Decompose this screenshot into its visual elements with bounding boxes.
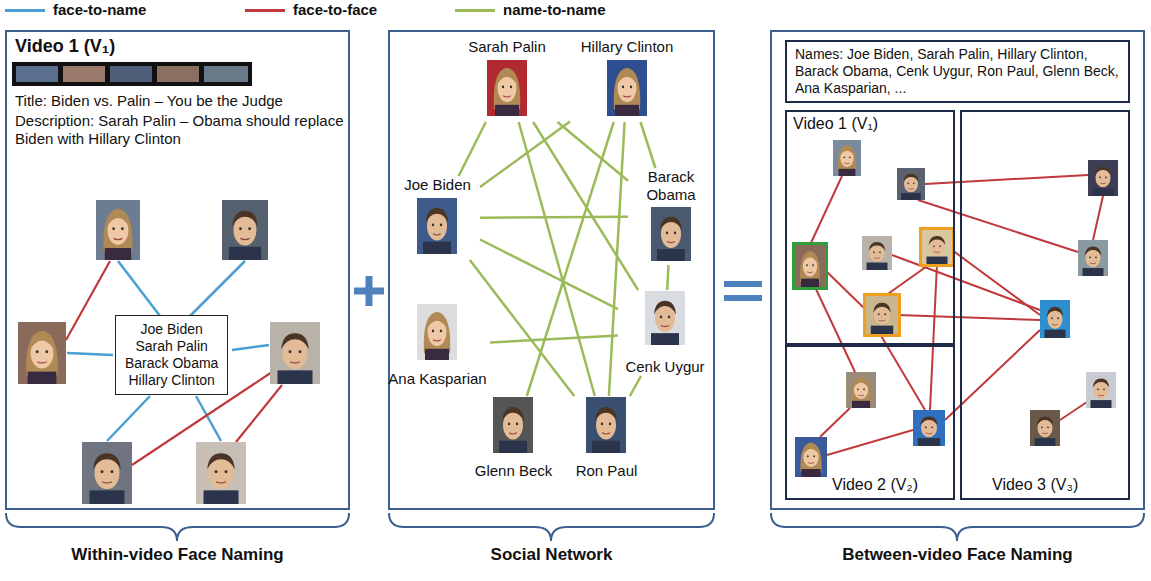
face-photo <box>795 245 825 287</box>
face-photo <box>96 200 140 260</box>
portrait <box>493 397 533 453</box>
name-text: Barack Obama <box>125 355 218 372</box>
name-to-name-line <box>630 376 641 396</box>
face-photo <box>196 442 246 504</box>
face-photo <box>846 372 876 408</box>
legend-line <box>5 9 45 12</box>
person-name: Sarah Palin <box>468 38 546 56</box>
legend-text: face-to-name <box>53 1 146 18</box>
person-node: Ron Paul <box>568 396 645 480</box>
face-photo <box>1078 240 1108 276</box>
name-to-name-line <box>519 122 595 396</box>
name-to-name-line <box>480 216 628 219</box>
legend-line <box>455 9 495 12</box>
video-label: Video 3 (V₃) <box>992 476 1078 494</box>
panel-text: Between-video Face Naming <box>772 545 1143 565</box>
legend-text: face-to-face <box>293 1 377 18</box>
face-photo <box>913 410 945 446</box>
face-photo <box>1086 372 1116 408</box>
face-highlight <box>865 295 900 336</box>
name-to-name-line <box>490 336 618 343</box>
name-to-name-line <box>558 122 629 181</box>
brace <box>6 513 1144 541</box>
person-name: Cenk Uygur <box>625 358 704 376</box>
social-network-panel: Social NetworkSarah PalinHillary Clinton… <box>388 30 715 510</box>
face-photo <box>866 296 898 334</box>
video-label: Video 2 (V₂) <box>832 476 918 494</box>
face-highlight <box>921 229 954 266</box>
name-to-name-line <box>459 122 486 176</box>
portrait <box>586 397 626 453</box>
video-box: Video 3 (V₃) <box>960 110 1130 500</box>
face-photo <box>1040 300 1070 338</box>
person-name: Barack Obama <box>628 168 714 204</box>
face-photo <box>270 322 320 384</box>
person-node: Hillary Clinton <box>570 38 684 122</box>
panel-text: Social Network <box>390 545 713 565</box>
face-photo <box>795 437 827 477</box>
name-to-name-line <box>667 265 668 290</box>
face-highlight <box>794 244 827 289</box>
panel-text: Title: Biden vs. Palin – You be the Judg… <box>15 92 345 110</box>
name-to-name-line <box>641 122 656 168</box>
face-photo <box>922 230 952 264</box>
name-to-name-line <box>609 122 625 396</box>
face-photo <box>82 442 132 504</box>
panel-text: Within-video Face Naming <box>7 545 348 565</box>
person-name: Ron Paul <box>576 462 638 480</box>
portrait <box>607 60 647 116</box>
portrait <box>417 304 457 360</box>
video-box: Video 2 (V₂) <box>785 345 955 500</box>
face-photo <box>222 200 268 260</box>
face-photo <box>833 140 861 176</box>
name-text: Joe Biden <box>125 321 218 338</box>
panel-text: Description: Sarah Palin – Obama should … <box>15 112 345 148</box>
portrait <box>651 207 691 261</box>
person-node: Ana Kasparian <box>385 303 490 388</box>
name-to-name-line <box>527 122 614 396</box>
naming-panel: Between-video Face NamingNames: Joe Bide… <box>770 30 1145 510</box>
person-name: Glenn Beck <box>475 462 553 480</box>
name-text: Sarah Palin <box>125 338 218 355</box>
person-name: Ana Kasparian <box>388 370 486 388</box>
face-photo <box>897 168 925 200</box>
name-text: Hillary Clinton <box>125 372 218 389</box>
person-node: Cenk Uygur <box>618 290 712 376</box>
person-node: Glenn Beck <box>465 396 562 480</box>
face-photo <box>1088 160 1118 196</box>
video-panel: Video 1 (V₁) Title: Biden vs. Palin – You… <box>5 30 350 510</box>
video-label: Video 1 (V₁) <box>793 115 878 133</box>
person-node: Barack Obama <box>628 168 714 265</box>
names-text: Names: Joe Biden, Sarah Palin, Hillary C… <box>795 46 1120 97</box>
plus-sign <box>354 276 384 306</box>
film-strip <box>12 62 252 86</box>
person-name: Hillary Clinton <box>581 38 674 56</box>
name-to-name-line <box>480 122 570 188</box>
legend-line <box>245 9 285 12</box>
panel-text: Video 1 (V₁) <box>15 36 115 57</box>
video-box: Video 1 (V₁) <box>785 110 955 345</box>
face-photo <box>1030 410 1060 446</box>
legend-text: name-to-name <box>503 1 606 18</box>
face-photo <box>862 236 892 270</box>
portrait <box>645 291 685 345</box>
face-photo <box>18 322 66 384</box>
names-box: Names: Joe Biden, Sarah Palin, Hillary C… <box>785 40 1130 103</box>
person-node: Sarah Palin <box>448 38 566 122</box>
person-node: Joe Biden <box>395 176 480 260</box>
equals-sign <box>724 284 762 298</box>
face-to-face-lines <box>66 261 282 465</box>
portrait <box>487 60 527 116</box>
portrait <box>417 198 457 254</box>
face-to-name-lines <box>67 261 269 441</box>
name-list-box: Joe BidenSarah PalinBarack ObamaHillary … <box>115 315 228 395</box>
person-name: Joe Biden <box>404 176 471 194</box>
face-to-face-lines <box>810 175 1103 455</box>
